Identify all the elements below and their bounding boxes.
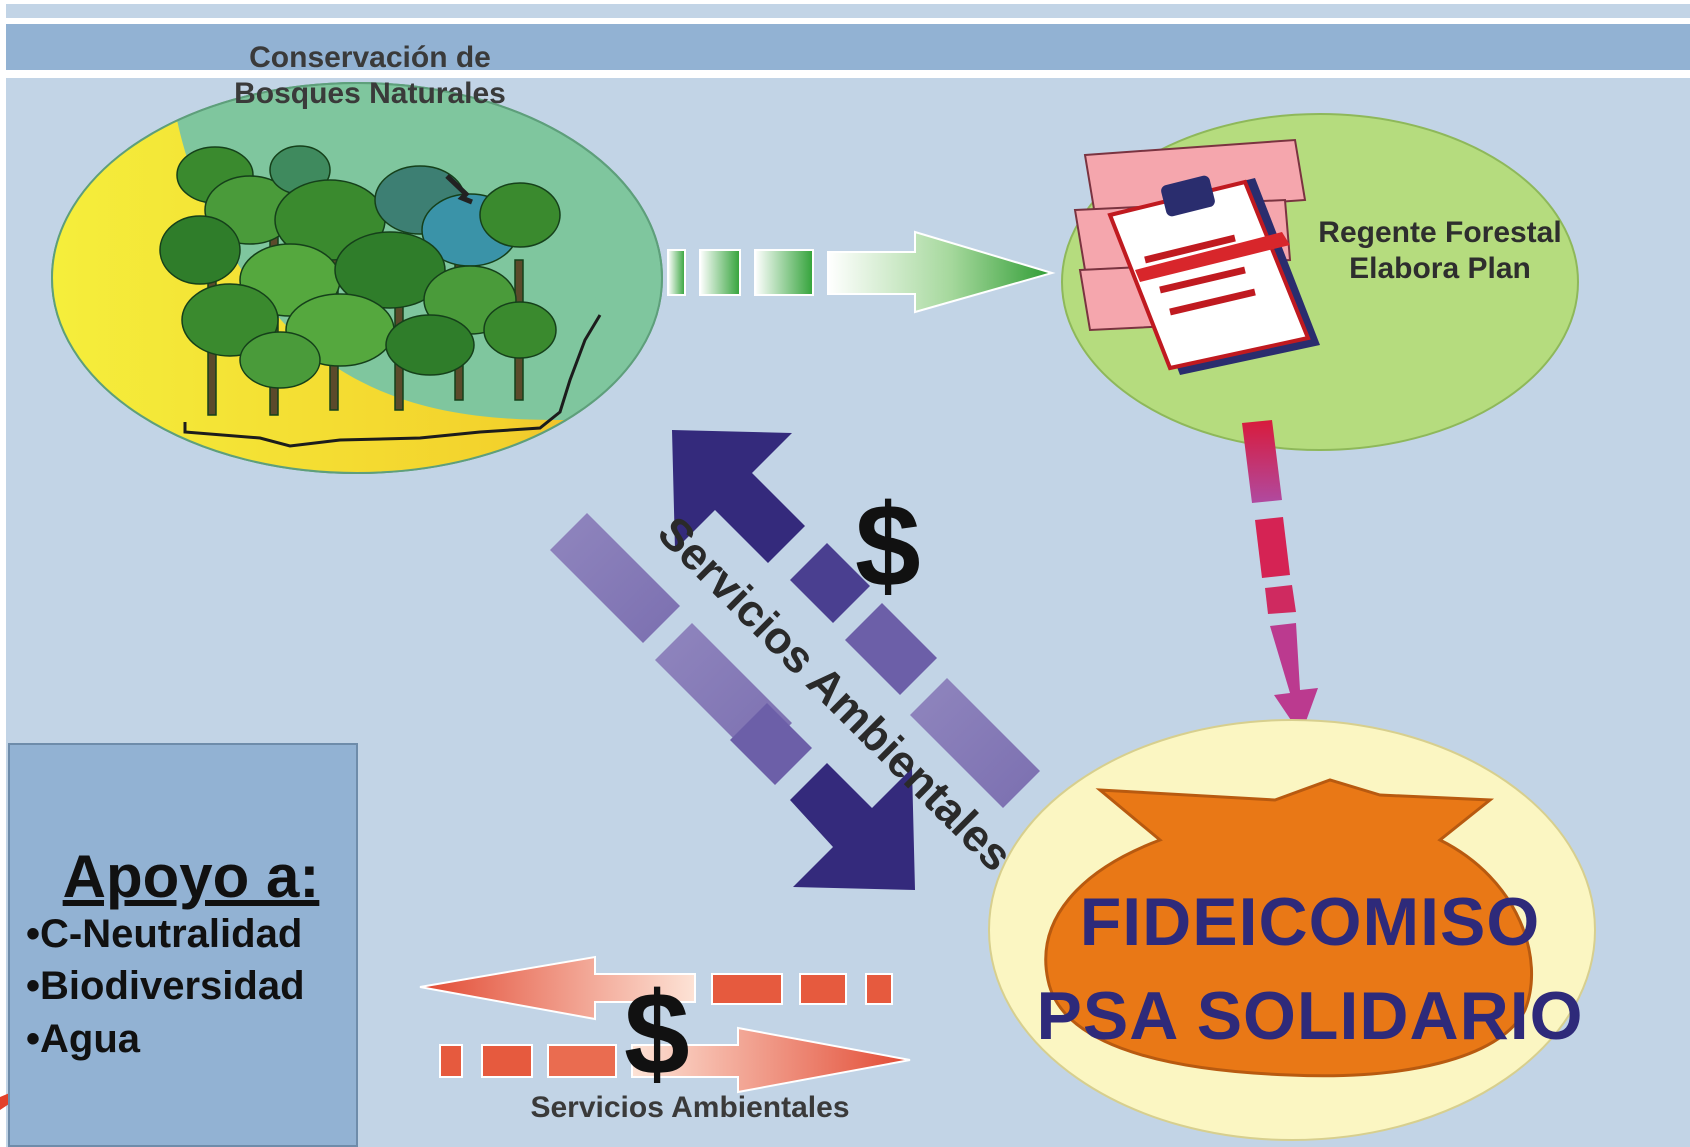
apoyo-item-agua: •Agua xyxy=(26,1017,141,1061)
dollar-bottom-icon: $ xyxy=(624,968,690,1100)
regente-label: Regente Forestal Elabora Plan xyxy=(1318,216,1562,285)
forest-title: Conservación de Bosques Naturales xyxy=(234,41,506,110)
apoyo-item-c-neutralidad: •C-Neutralidad xyxy=(26,912,303,956)
apoyo-title: Apoyo a: xyxy=(62,843,320,910)
fideicomiso-illustration xyxy=(988,719,1596,1141)
header-band xyxy=(6,24,1690,70)
servicios-ambientales-bottom-label: Servicios Ambientales xyxy=(530,1091,850,1124)
dollar-top-icon: $ xyxy=(855,480,921,612)
money-bag-icon xyxy=(1044,778,1533,1078)
salmon-arrows xyxy=(419,955,911,1094)
forest-illustration xyxy=(51,82,663,474)
regente-illustration xyxy=(1061,113,1579,451)
apoyo-item-biodiversidad: •Biodiversidad xyxy=(26,964,305,1008)
pen-icon xyxy=(1135,232,1290,282)
fideicomiso-subtitle: PSA SOLIDARIO xyxy=(1036,978,1584,1054)
red-arrow xyxy=(1242,420,1318,735)
bird-icon xyxy=(445,174,473,205)
green-arrow xyxy=(667,230,1056,314)
apoyo-panel xyxy=(8,743,358,1147)
fideicomiso-title: FIDEICOMISO xyxy=(1079,884,1541,960)
purple-arrows xyxy=(550,430,1040,890)
books-clipboard-icon xyxy=(1073,138,1320,375)
